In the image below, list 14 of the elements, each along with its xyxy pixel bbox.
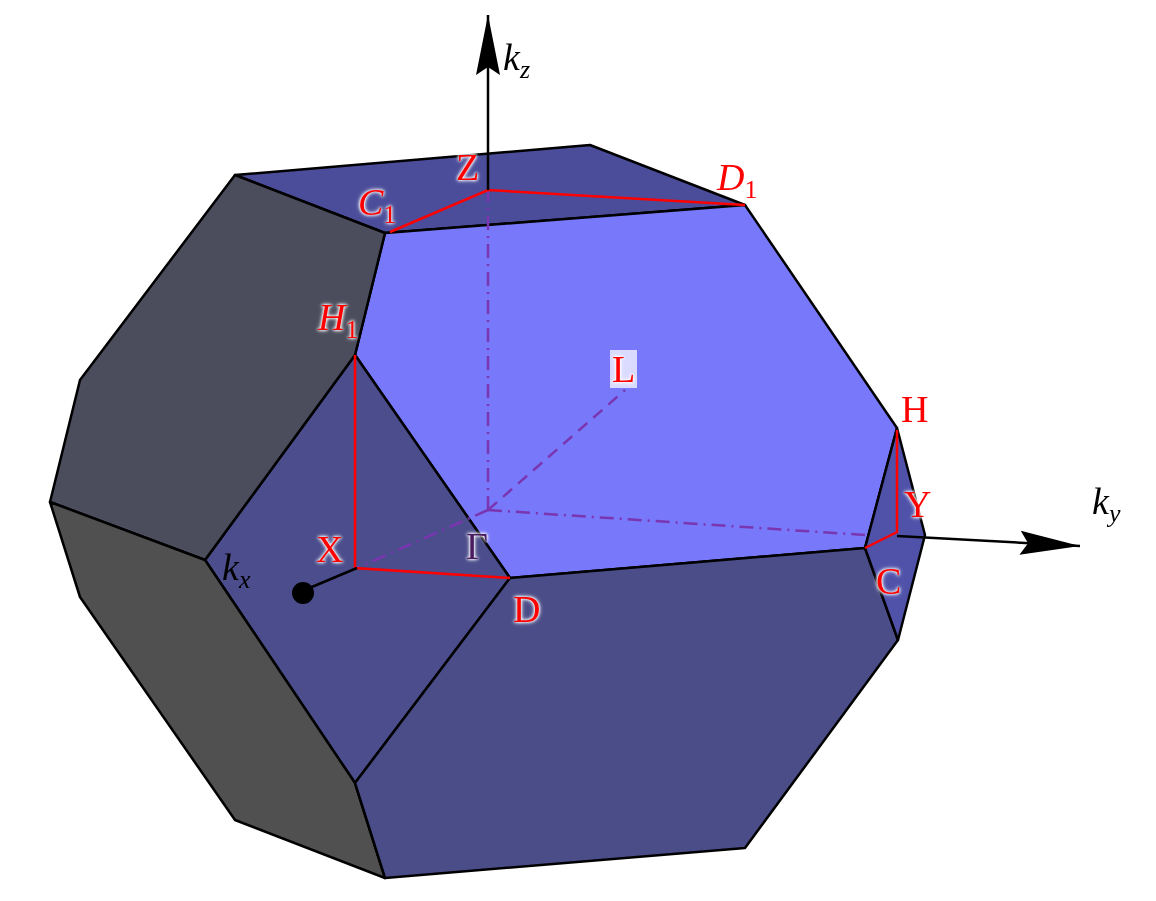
point-label: L xyxy=(610,350,638,388)
axis-label: k$_{z}$ xyxy=(503,38,530,83)
point-label: D$_{1}$ xyxy=(717,158,758,203)
point-label: Z xyxy=(456,148,480,186)
point-label: H$_{1}$ xyxy=(318,298,359,343)
point-label: C$_{1}$ xyxy=(358,183,397,228)
point-label: H xyxy=(901,390,929,428)
point-label: Γ xyxy=(466,527,488,565)
axis-label: k$_{x}$ xyxy=(222,548,251,593)
point-label: D xyxy=(513,590,541,628)
axis-label: k$_{y}$ xyxy=(1092,482,1121,527)
point-label: Y xyxy=(904,485,932,523)
point-label: X xyxy=(316,530,344,568)
point-label: C xyxy=(876,562,902,600)
